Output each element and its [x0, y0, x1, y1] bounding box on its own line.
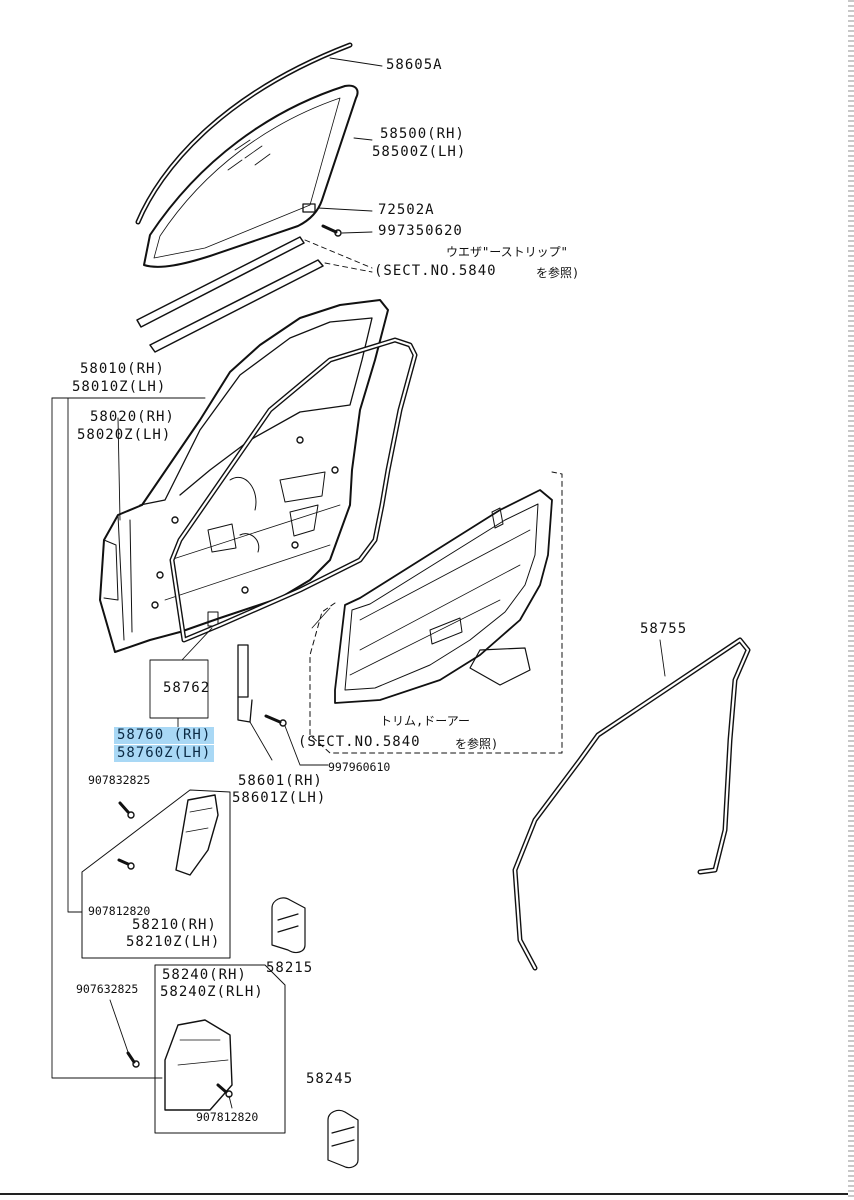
opening-weatherstrip — [512, 637, 751, 971]
label-58020-lh: 58020Z(LH) — [77, 427, 172, 443]
door-check-rod — [237, 644, 329, 766]
label-907632825: 907632825 — [76, 982, 139, 996]
label-sect-5840-a: (SECT.NO.5840 — [374, 263, 497, 279]
label-72502A: 72502A — [378, 202, 435, 218]
label-ref-a: を参照) — [536, 266, 580, 280]
glass-run-molding — [135, 42, 383, 225]
label-58760-rh: 58760 (RH) — [114, 727, 215, 744]
label-58500-rh: 58500(RH) — [380, 126, 465, 142]
label-58760-lh: 58760Z(LH) — [114, 745, 215, 762]
scan-edge — [848, 0, 854, 1200]
label-907832825: 907832825 — [88, 773, 151, 787]
door-glass — [143, 84, 373, 268]
label-907812820-lower: 907812820 — [196, 1110, 259, 1124]
lower-hinge — [109, 964, 286, 1134]
bottom-rule — [0, 1193, 848, 1195]
clip-and-screw — [302, 203, 373, 237]
hinge-shims — [271, 897, 359, 1169]
label-997960610: 997960610 — [328, 760, 391, 774]
label-58601-rh: 58601(RH) — [238, 773, 323, 789]
label-58020-rh: 58020(RH) — [90, 409, 175, 425]
label-58240-rh: 58240(RH) — [162, 967, 247, 983]
leader-lines-latch — [149, 627, 213, 728]
door-shell — [99, 299, 389, 653]
label-58500-lh: 58500Z(LH) — [372, 144, 467, 160]
label-997350620: 997350620 — [378, 223, 463, 239]
label-ref-b: を参照) — [455, 737, 499, 751]
label-58245: 58245 — [306, 1071, 354, 1087]
upper-hinge — [81, 789, 231, 959]
label-58762: 58762 — [163, 680, 211, 696]
label-58010-rh: 58010(RH) — [80, 361, 165, 377]
label-58210-lh: 58210Z(LH) — [126, 934, 221, 950]
label-trim-jp: トリム,ドーアー — [380, 714, 471, 728]
leader-lines-left — [51, 397, 206, 1079]
label-weatherstrip-jp: ウエザ"ーストリップ" — [446, 245, 568, 259]
label-58215: 58215 — [266, 960, 314, 976]
door-weatherstrip — [169, 337, 418, 643]
belt-weatherstrip — [136, 236, 373, 353]
label-58755: 58755 — [640, 621, 688, 637]
label-58601-lh: 58601Z(LH) — [232, 790, 327, 806]
label-sect-5840-b: (SECT.NO.5840 — [298, 734, 421, 750]
trim-reference-box — [309, 471, 563, 754]
door-trim-panel — [311, 489, 553, 704]
label-907812820-upper: 907812820 — [88, 904, 151, 918]
label-58010-lh: 58010Z(LH) — [72, 379, 167, 395]
label-58240-lh: 58240Z(RLH) — [160, 984, 264, 1000]
label-58210-rh: 58210(RH) — [132, 917, 217, 933]
label-58605A: 58605A — [386, 57, 443, 73]
